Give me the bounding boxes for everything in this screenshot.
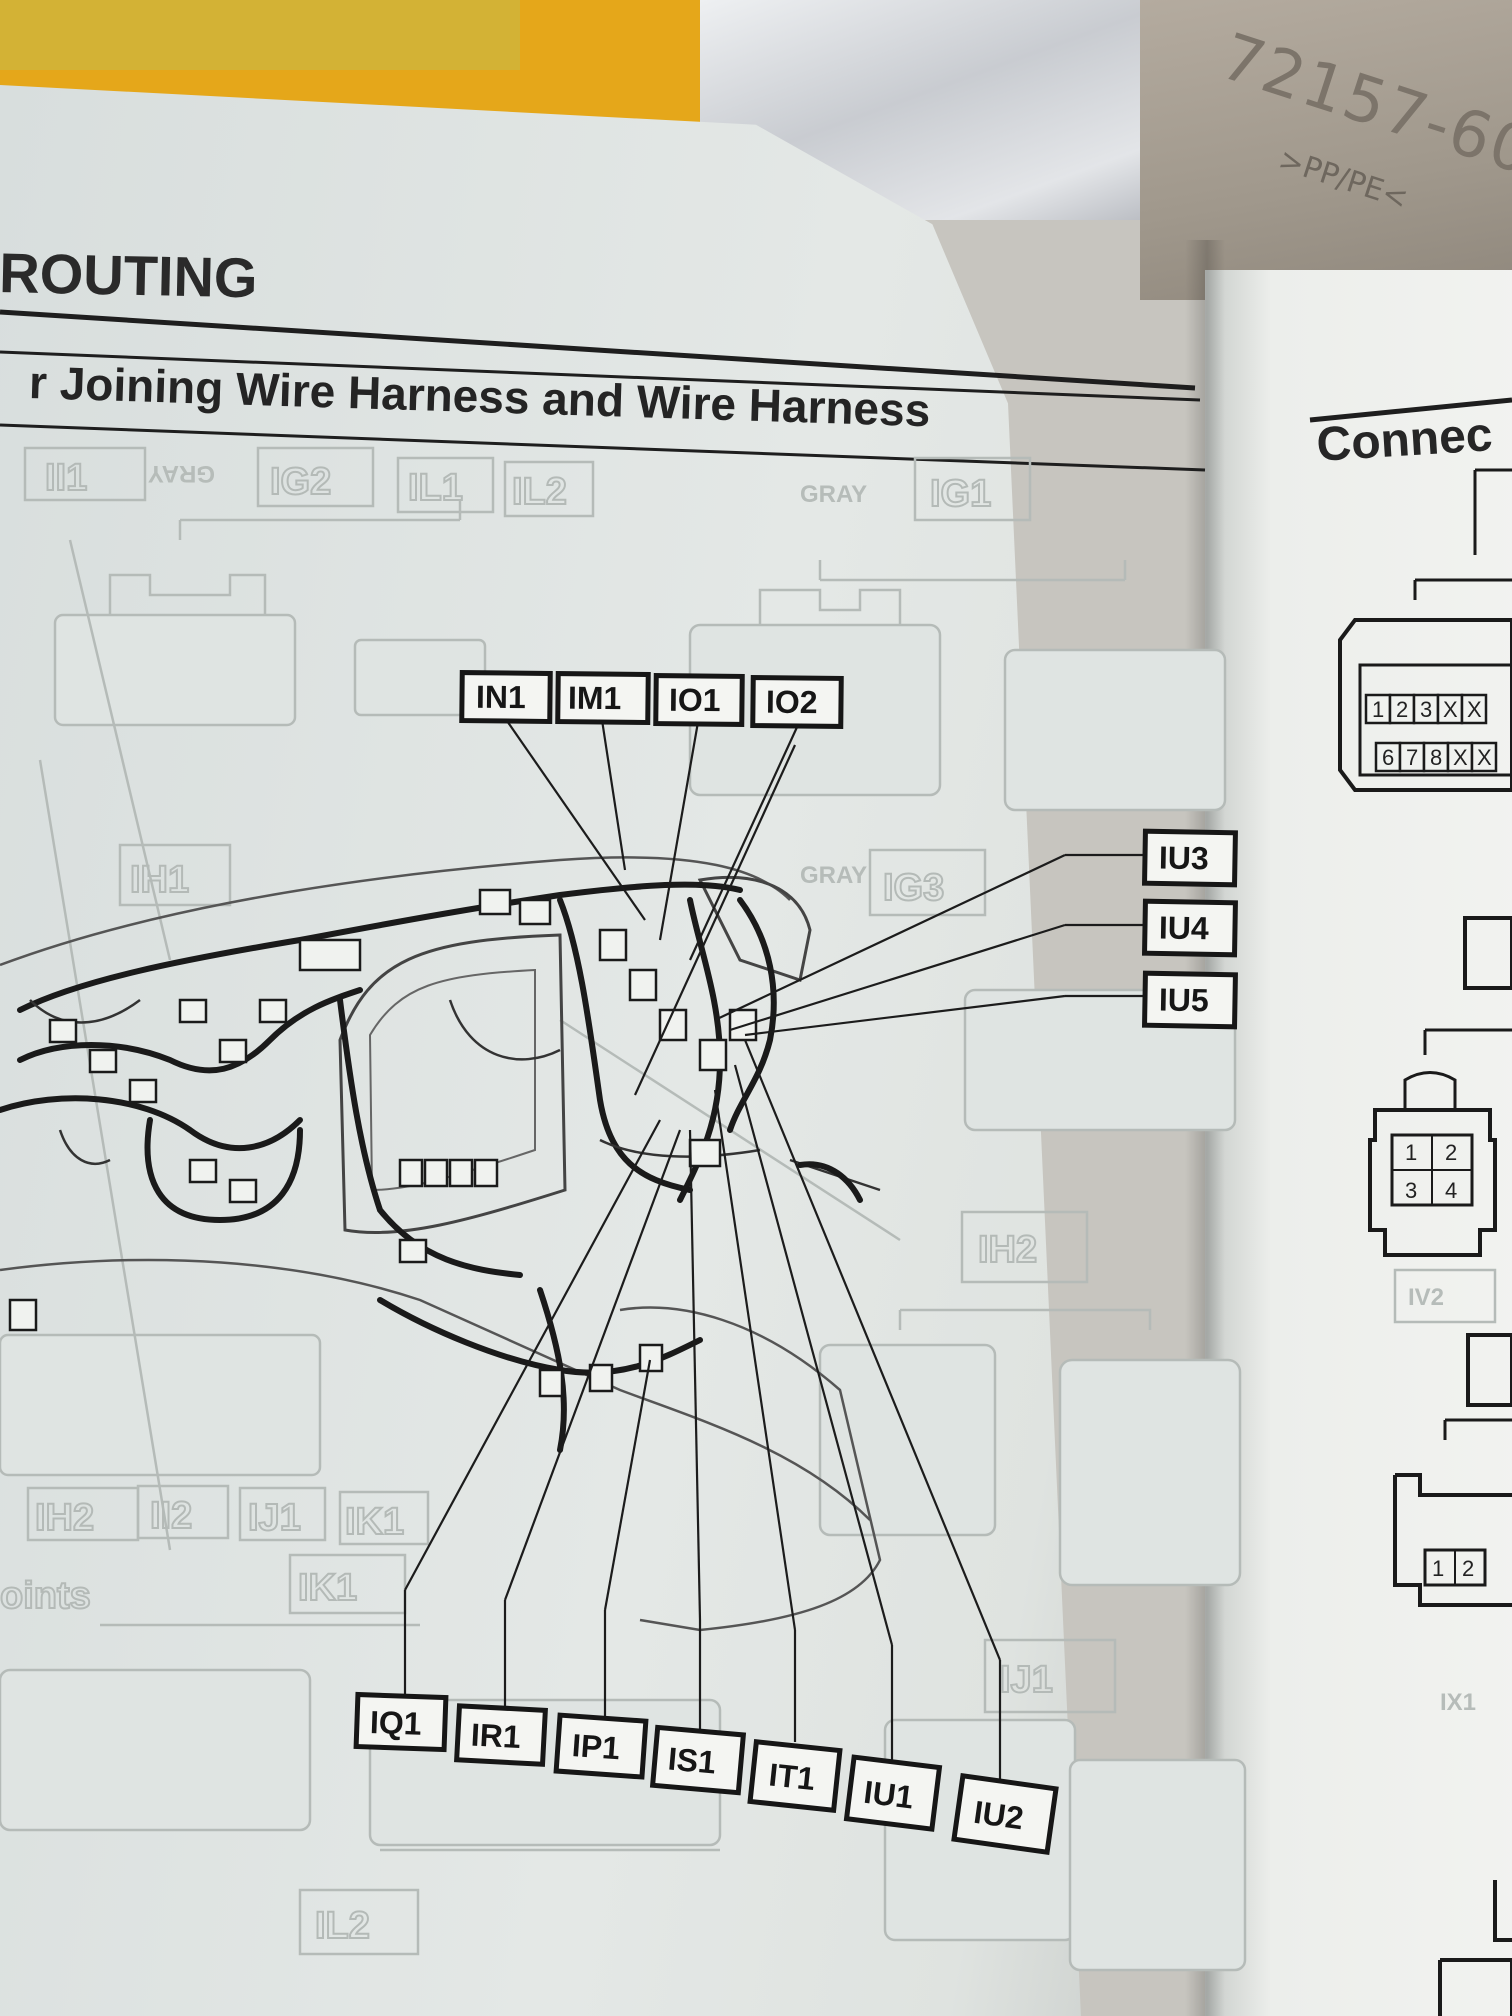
svg-text:6: 6 xyxy=(1382,745,1394,770)
connector-label-in1: IN1 xyxy=(459,670,553,724)
ghost-label: IX1 xyxy=(1440,1689,1476,1716)
svg-text:IM1: IM1 xyxy=(568,680,622,717)
svg-text:IN1: IN1 xyxy=(476,679,526,716)
pin-row-top: 1 2 3 X X xyxy=(1364,693,1488,725)
connector-label-ir1: IR1 xyxy=(454,1703,548,1767)
leader-lines xyxy=(403,717,1145,1780)
ghost-label: II1 xyxy=(45,457,87,499)
ghost-label: IH2 xyxy=(35,1497,94,1539)
svg-text:IO2: IO2 xyxy=(766,684,818,721)
connector-label-it1: IT1 xyxy=(747,1739,843,1813)
svg-text:IU3: IU3 xyxy=(1159,839,1209,876)
wire-harness xyxy=(0,881,881,1453)
svg-text:X: X xyxy=(1453,745,1468,770)
ghost-label: IK1 xyxy=(298,1567,357,1609)
connector-label-im1: IM1 xyxy=(555,671,651,726)
pin-row-bottom: 6 7 8 X X xyxy=(1374,741,1498,773)
ghost-labels: II1 GRAY IG2 IL1 IL2 GRAY IG1 IH1 GRAY I… xyxy=(0,446,1497,1956)
svg-text:4: 4 xyxy=(1445,1178,1457,1203)
ghost-label: oints xyxy=(0,1575,91,1617)
ghost-label: IG2 xyxy=(270,461,331,503)
svg-text:IQ1: IQ1 xyxy=(369,1704,422,1742)
ghost-label: IJ1 xyxy=(248,1497,301,1539)
svg-text:3: 3 xyxy=(1420,697,1432,722)
ghost-label: GRAY xyxy=(148,460,215,487)
svg-text:X: X xyxy=(1477,745,1492,770)
plastic-part xyxy=(1140,0,1512,300)
ghost-label: II2 xyxy=(150,1495,192,1537)
ghost-label: IV2 xyxy=(1408,1284,1444,1311)
svg-text:IO1: IO1 xyxy=(669,682,721,719)
svg-text:2: 2 xyxy=(1445,1140,1457,1165)
svg-text:IP1: IP1 xyxy=(571,1727,621,1766)
svg-text:IR1: IR1 xyxy=(470,1717,522,1756)
ghost-label: IG1 xyxy=(930,473,991,515)
ghost-label: IL2 xyxy=(512,471,567,513)
ghost-label: IL2 xyxy=(315,1905,370,1947)
svg-text:IU2: IU2 xyxy=(972,1794,1026,1837)
right-heading-rule xyxy=(1309,397,1512,423)
right-page-connectors: 1 2 3 X X 6 7 8 X X xyxy=(1338,468,1512,2016)
svg-text:2: 2 xyxy=(1462,1556,1474,1581)
svg-text:1: 1 xyxy=(1432,1556,1444,1581)
ghost-label: IJ1 xyxy=(1000,1659,1053,1701)
connector-label-iu5: IU5 xyxy=(1141,970,1238,1030)
connector-label-io1: IO1 xyxy=(653,673,745,727)
svg-text:IS1: IS1 xyxy=(666,1741,717,1781)
svg-text:X: X xyxy=(1443,697,1458,722)
connector-label-iu3: IU3 xyxy=(1141,828,1238,888)
ghost-label: GRAY xyxy=(800,862,867,889)
svg-text:IT1: IT1 xyxy=(767,1756,817,1797)
svg-text:7: 7 xyxy=(1406,745,1418,770)
svg-text:1: 1 xyxy=(1405,1140,1417,1165)
ghost-label: IK1 xyxy=(345,1501,404,1543)
connector-label-ip1: IP1 xyxy=(553,1712,649,1780)
connector-label-iu1: IU1 xyxy=(843,1754,943,1832)
connector-labels: IN1 IM1 IO1 IO2 IU3 IU4 xyxy=(353,670,1238,1856)
svg-text:IU1: IU1 xyxy=(862,1774,916,1816)
ghost-label: IL1 xyxy=(408,467,463,509)
svg-text:1: 1 xyxy=(1372,697,1384,722)
connector-label-iu4: IU4 xyxy=(1141,898,1238,958)
svg-text:IU5: IU5 xyxy=(1159,981,1209,1018)
ghost-label: IH2 xyxy=(978,1229,1037,1271)
manual-page-right xyxy=(1205,270,1512,2016)
connector-label-is1: IS1 xyxy=(649,1724,747,1796)
connector-label-io2: IO2 xyxy=(750,675,844,729)
connector-label-iq1: IQ1 xyxy=(353,1691,449,1753)
heading-rule xyxy=(0,309,1196,391)
svg-text:X: X xyxy=(1467,697,1482,722)
ghost-label: IH1 xyxy=(130,859,189,901)
ghost-label: IG3 xyxy=(883,867,944,909)
subtitle-box-bottom xyxy=(0,423,1206,472)
svg-text:8: 8 xyxy=(1430,745,1442,770)
svg-text:3: 3 xyxy=(1405,1178,1417,1203)
svg-text:IU4: IU4 xyxy=(1159,909,1210,946)
connector-label-iu2: IU2 xyxy=(951,1772,1059,1856)
ghost-label: GRAY xyxy=(800,481,867,508)
yellow-paper-fold xyxy=(0,0,520,70)
svg-text:2: 2 xyxy=(1396,697,1408,722)
subtitle-box-top xyxy=(0,350,1201,402)
